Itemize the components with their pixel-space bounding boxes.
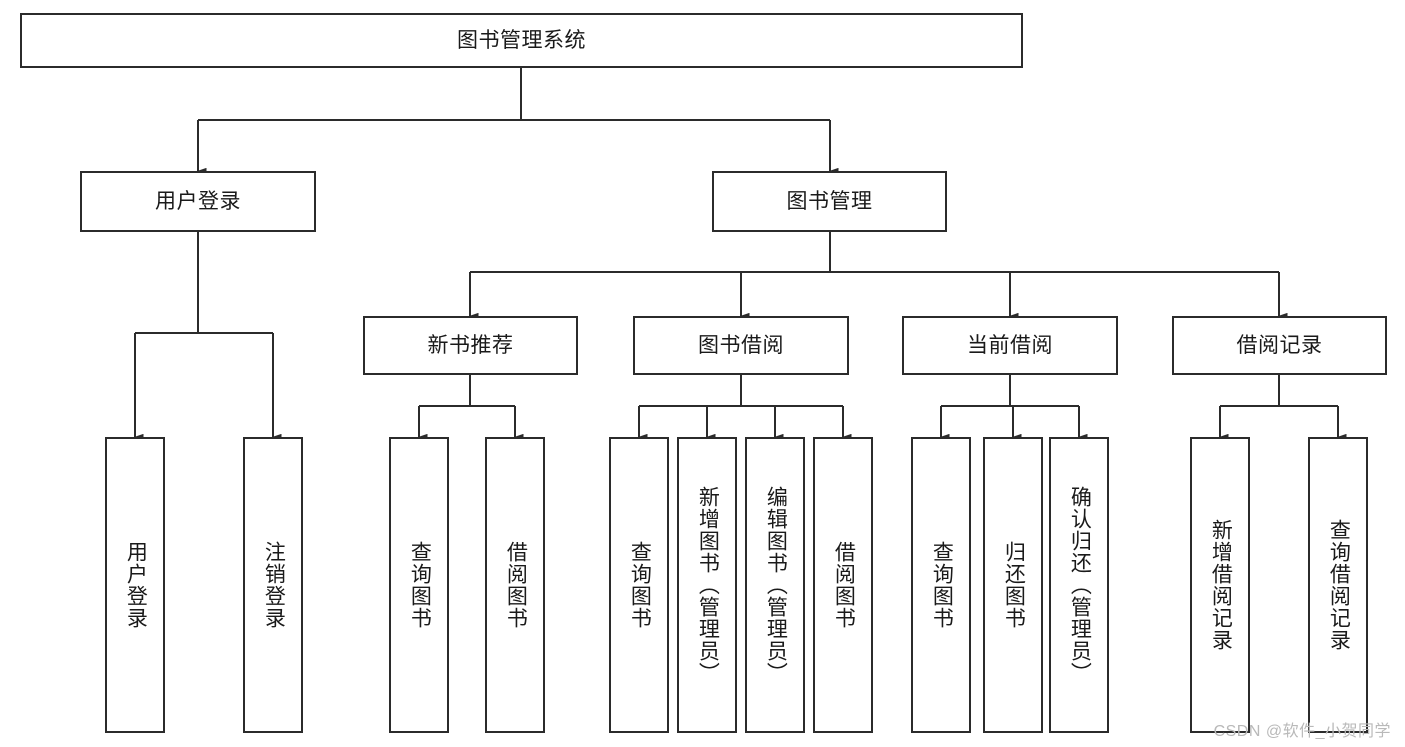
node-box-bookmgmt[interactable]: 图书管理 <box>712 171 947 232</box>
node-box-root[interactable]: 图书管理系统 <box>20 13 1023 68</box>
node-label: 用户登录 <box>124 541 148 629</box>
node-label: 查询图书 <box>408 541 432 629</box>
node-box-l5[interactable]: 查询图书 <box>609 437 669 733</box>
node-label: 查询图书 <box>628 541 652 629</box>
node-box-current[interactable]: 当前借阅 <box>902 316 1118 375</box>
node-box-l4[interactable]: 借阅图书 <box>485 437 545 733</box>
node-label: 注销登录 <box>262 541 286 629</box>
node-box-l9[interactable]: 查询图书 <box>911 437 971 733</box>
node-label: 借阅图书 <box>504 541 528 629</box>
connector-group <box>133 68 1347 441</box>
node-box-records[interactable]: 借阅记录 <box>1172 316 1387 375</box>
node-label: 新增图书（管理员） <box>696 486 720 684</box>
node-box-login[interactable]: 用户登录 <box>80 171 316 232</box>
node-box-l12[interactable]: 新增借阅记录 <box>1190 437 1250 733</box>
node-label: 查询图书 <box>930 541 954 629</box>
node-box-l10[interactable]: 归还图书 <box>983 437 1043 733</box>
node-label: 借阅图书 <box>832 541 856 629</box>
node-box-l2[interactable]: 注销登录 <box>243 437 303 733</box>
node-label: 图书借阅 <box>698 333 784 357</box>
node-box-l11[interactable]: 确认归还（管理员） <box>1049 437 1109 733</box>
node-label: 新增借阅记录 <box>1209 519 1233 651</box>
node-box-newbook[interactable]: 新书推荐 <box>363 316 578 375</box>
node-box-l8[interactable]: 借阅图书 <box>813 437 873 733</box>
node-label: 归还图书 <box>1002 541 1026 629</box>
node-box-l6[interactable]: 新增图书（管理员） <box>677 437 737 733</box>
node-label: 编辑图书（管理员） <box>764 486 788 684</box>
node-box-l7[interactable]: 编辑图书（管理员） <box>745 437 805 733</box>
node-box-l3[interactable]: 查询图书 <box>389 437 449 733</box>
node-label: 图书管理 <box>786 189 873 213</box>
node-box-l1[interactable]: 用户登录 <box>105 437 165 733</box>
node-box-borrow[interactable]: 图书借阅 <box>633 316 849 375</box>
node-label: 借阅记录 <box>1236 333 1323 357</box>
node-label: 新书推荐 <box>427 333 514 357</box>
node-label: 确认归还（管理员） <box>1068 486 1092 684</box>
node-label: 用户登录 <box>155 189 241 213</box>
node-label: 查询借阅记录 <box>1327 519 1351 651</box>
node-label: 当前借阅 <box>967 333 1053 357</box>
node-label: 图书管理系统 <box>457 28 586 52</box>
node-box-l13[interactable]: 查询借阅记录 <box>1308 437 1368 733</box>
